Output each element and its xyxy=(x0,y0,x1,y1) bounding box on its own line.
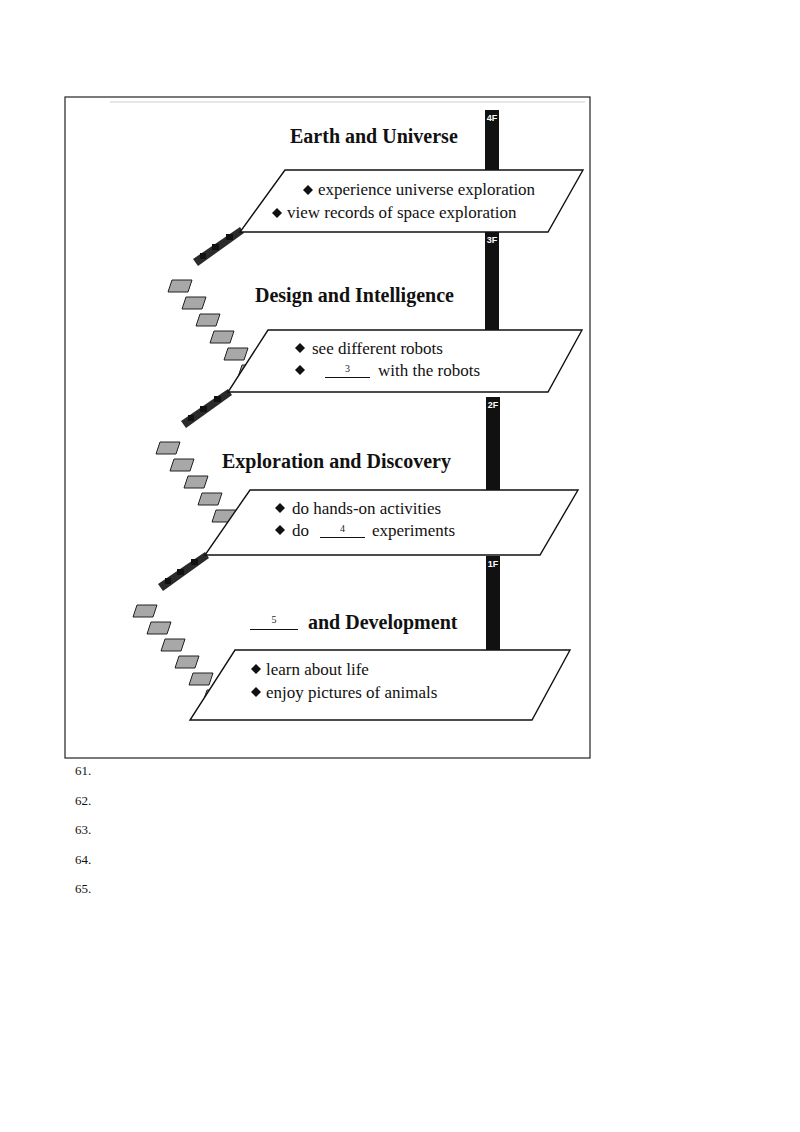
question-number: 63. xyxy=(75,823,91,836)
bullet-symbol xyxy=(275,503,285,513)
exhibit-item: experience universe exploration xyxy=(318,181,535,198)
floor-title: Exploration and Discovery xyxy=(222,451,451,471)
blank-number: 5 xyxy=(250,610,298,630)
question-number: 65. xyxy=(75,882,91,895)
floor-label: 4F xyxy=(485,114,499,123)
exhibit-item: do hands-on activities xyxy=(292,500,441,517)
platform-outline xyxy=(240,170,583,232)
bullet-symbol xyxy=(272,208,282,218)
floor-bar xyxy=(485,110,499,170)
top-rule xyxy=(110,102,585,103)
exhibit-item: see different robots xyxy=(312,340,443,357)
question-number: 64. xyxy=(75,853,91,866)
blank-number: 3 xyxy=(325,360,370,378)
exhibit-item: do xyxy=(292,522,309,539)
question-number: 62. xyxy=(75,794,91,807)
exhibit-item: learn about life xyxy=(266,661,369,678)
blank-number: 4 xyxy=(320,520,365,538)
question-number: 61. xyxy=(75,764,91,777)
bullet-symbol xyxy=(303,185,313,195)
floor-platform: 5 and Development learn about life enjoy pi… xyxy=(186,606,574,724)
floor-platform: Exploration and Discovery do hands-on act… xyxy=(201,447,582,559)
frame xyxy=(65,97,590,758)
bullet-symbol xyxy=(251,664,261,674)
exhibit-item: enjoy pictures of animals xyxy=(266,684,437,701)
platform-outline xyxy=(228,330,582,392)
floor-platform: Design and Intelligence see different rob… xyxy=(224,281,586,396)
stair-flight xyxy=(133,552,227,702)
floor-label: 2F xyxy=(486,401,500,410)
exhibit-item: view records of space exploration xyxy=(287,204,516,221)
floor-bar xyxy=(486,397,500,490)
floor-platform: Earth and Universe experience universe ex… xyxy=(236,122,587,236)
floor-bar xyxy=(486,556,500,650)
floor-title: and Development xyxy=(308,612,457,632)
bullet-symbol xyxy=(275,525,285,535)
stair-flight xyxy=(168,227,262,377)
platform-outline xyxy=(190,650,570,720)
bullet-symbol xyxy=(251,687,261,697)
bullet-symbol xyxy=(295,343,305,353)
exhibit-item: experiments xyxy=(372,522,455,539)
floor-title: Earth and Universe xyxy=(290,126,458,146)
floor-label: 1F xyxy=(486,560,500,569)
floor-title: Design and Intelligence xyxy=(255,285,454,305)
floor-bar xyxy=(485,232,499,330)
floor-label: 3F xyxy=(485,236,499,245)
platform-outline xyxy=(205,490,578,555)
exhibit-item: with the robots xyxy=(378,362,480,379)
bullet-symbol xyxy=(295,365,305,375)
